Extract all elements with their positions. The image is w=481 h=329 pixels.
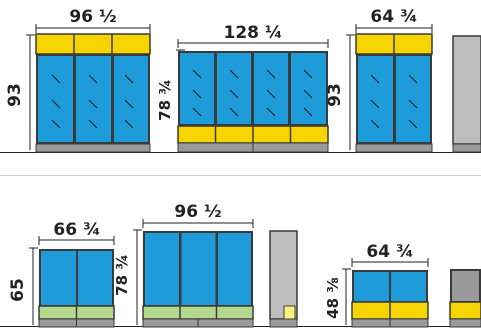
base-kick-plate <box>452 143 481 153</box>
cooler-unit-g: 64 ¾ 48 ⅜ <box>324 242 429 328</box>
width-label-e: 96 ½ <box>174 202 221 222</box>
cooler-unit-a: 96 ½ 93 <box>5 7 151 153</box>
width-label-a: 96 ½ <box>69 7 116 27</box>
cabinet-g <box>351 270 429 328</box>
glass-door <box>358 56 393 142</box>
header-panel <box>35 33 151 55</box>
height-label-d: 65 <box>8 278 28 302</box>
cooler-unit-side-view <box>269 230 298 328</box>
side-drawer <box>283 305 296 320</box>
cabinet-c <box>355 33 433 153</box>
side-cabinet <box>269 230 298 320</box>
glass-door <box>38 56 73 142</box>
base-kick-plate <box>355 143 433 153</box>
base-kick-plate <box>449 318 481 328</box>
drawer-row <box>142 305 254 320</box>
glare-marks <box>51 74 134 129</box>
cabinet-d <box>38 249 115 328</box>
base-kick-plate <box>35 143 151 153</box>
row-1: 96 ½ 93 <box>0 7 481 153</box>
glass-door <box>145 233 179 305</box>
glass-door <box>217 53 251 124</box>
row-2: 66 ¾ 65 96 ½ 78 ¾ <box>0 202 481 328</box>
cooler-unit-partial-right <box>449 269 481 328</box>
door-panel <box>452 271 479 301</box>
glass-door <box>76 56 111 142</box>
width-label-b: 128 ¼ <box>223 23 282 43</box>
glass-door <box>291 53 326 124</box>
glass-door <box>254 53 288 124</box>
glass-door <box>180 53 214 124</box>
glass-door <box>391 272 426 301</box>
glass-door <box>354 272 389 301</box>
cabinet-e <box>142 231 254 328</box>
height-label-g: 48 ⅜ <box>324 277 342 319</box>
cabinet-a <box>35 33 151 153</box>
cooler-unit-c: 64 ¾ 93 <box>325 7 433 153</box>
cooler-unit-e: 96 ½ 78 ¾ <box>113 202 254 328</box>
glass-door <box>41 251 76 305</box>
height-label-e: 78 ¾ <box>113 254 131 296</box>
glass-door <box>181 233 216 305</box>
cooler-unit-b: 128 ¼ 78 ¾ <box>156 23 329 153</box>
base-kick-plate <box>269 318 298 328</box>
glass-door <box>396 56 430 142</box>
glass-door <box>78 251 112 305</box>
glass-door <box>218 233 251 305</box>
width-label-c: 64 ¾ <box>370 7 417 27</box>
cooler-unit-d: 66 ¾ 65 <box>8 220 115 328</box>
width-label-g: 64 ¾ <box>366 242 413 262</box>
cooler-unit-side-partial <box>452 35 481 153</box>
drawer-row <box>449 301 481 320</box>
side-cabinet <box>452 35 481 145</box>
glass-door <box>114 56 148 142</box>
height-label-c: 93 <box>325 83 345 107</box>
cabinet-b <box>177 51 329 153</box>
height-label-a: 93 <box>5 83 25 107</box>
glare-marks <box>192 69 313 117</box>
width-label-d: 66 ¾ <box>53 220 100 240</box>
height-label-b: 78 ¾ <box>156 79 174 121</box>
glare-marks <box>370 74 418 129</box>
